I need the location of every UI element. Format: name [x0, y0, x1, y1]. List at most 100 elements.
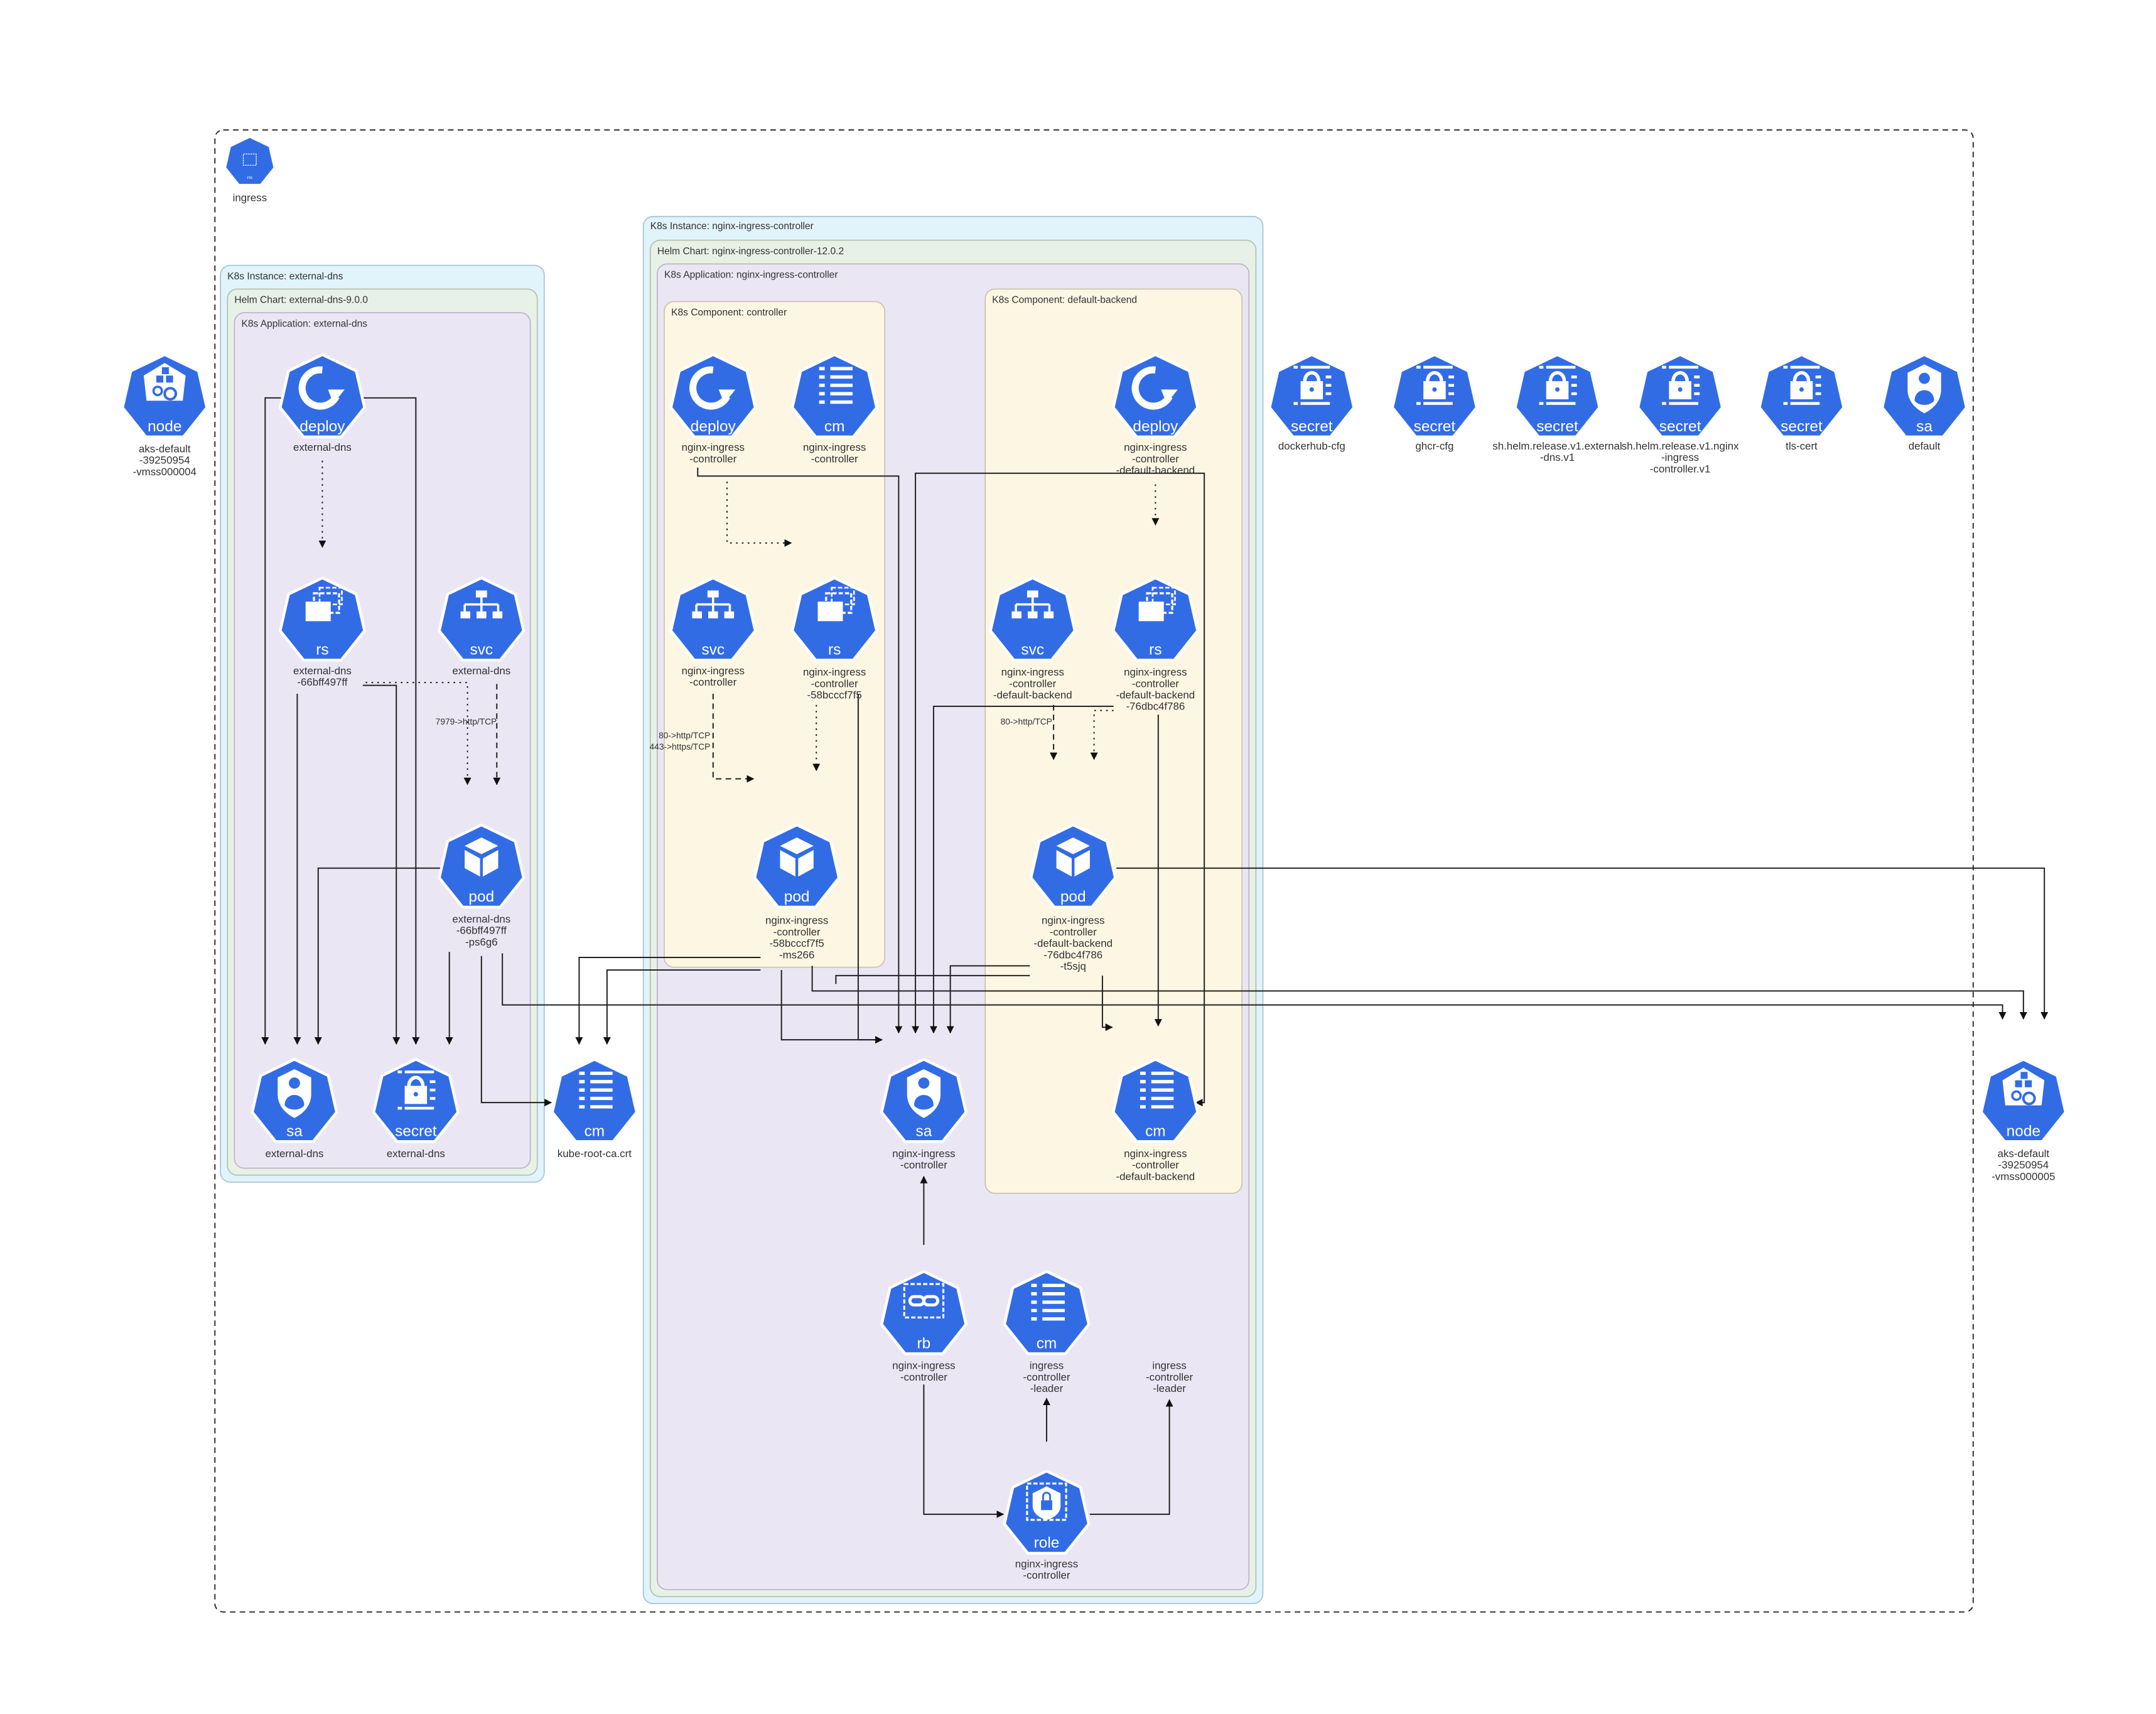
secret-icon: secret [1758, 353, 1845, 439]
resource-name-label: -default-backend [1116, 465, 1195, 477]
ns-icon: ns [224, 136, 276, 186]
pod-resource-b-pod[interactable]: podnginx-ingress-controller-default-back… [1029, 823, 1117, 973]
resource-name-label: tls-cert [1786, 440, 1818, 452]
edge [314, 867, 443, 1045]
resource-name-label: -76dbc4f786 [1043, 949, 1102, 961]
resource-kind-label: secret [1781, 418, 1823, 435]
text-resource-leader-txt[interactable]: ingress-controller-leader [1146, 1360, 1193, 1394]
resource-name-label: nginx-ingress [1042, 915, 1104, 927]
svc-resource-b-svc[interactable]: svcnginx-ingress-controller-default-back… [989, 576, 1077, 701]
edge-label: 80->http/TCP [1001, 717, 1052, 726]
resource-kind-label: cm [1037, 1335, 1057, 1352]
resource-name-label: aks-default [1998, 1148, 2050, 1160]
resource-name-label: -default-backend [1116, 689, 1195, 701]
container-title: K8s Application: external-dns [242, 318, 368, 329]
resource-kind-label: role [1034, 1534, 1060, 1551]
resource-name-label: -controller [689, 676, 736, 688]
cm-resource-b-cm[interactable]: cmnginx-ingress-controller-default-backe… [1111, 1058, 1199, 1182]
cm-icon: cm [551, 1058, 639, 1143]
cm-icon: cm [790, 353, 878, 439]
resource-name-label: dockerhub-cfg [1278, 440, 1345, 452]
resource-name-label: -ms266 [779, 949, 814, 961]
rs-icon: rs [279, 576, 366, 662]
resource-name-label: -controller [811, 677, 858, 689]
resource-name-label: -58bcccf7f5 [770, 937, 824, 949]
edge [780, 970, 883, 1044]
cm-resource-root-cm[interactable]: cm kube-root-ca.crt [551, 1058, 639, 1160]
resource-name-label: kube-root-ca.crt [558, 1148, 632, 1160]
resource-name-label: sh.helm.release.v1.nginx [1622, 440, 1739, 452]
deploy-icon: deploy [279, 353, 366, 439]
pod-icon: pod [438, 823, 526, 909]
resource-name-label: nginx-ingress [803, 441, 866, 453]
resource-name-label: aks-default [139, 443, 191, 455]
edge [362, 684, 401, 1045]
resource-name-label: -vmss000004 [133, 466, 197, 478]
resource-name-label: nginx-ingress [682, 441, 745, 453]
secret-resource-s-helm-ngx[interactable]: secretsh.helm.release.v1.nginx-ingress-c… [1622, 353, 1739, 475]
deploy-icon: deploy [669, 353, 757, 439]
resource-nodes: nodeaks-default-39250954-vmss000004deplo… [121, 136, 2067, 1582]
role-icon: role [1003, 1469, 1091, 1555]
secret-icon: secret [1514, 353, 1601, 439]
resource-kind-label: ns [247, 175, 252, 180]
secret-icon: secret [372, 1058, 460, 1143]
secret-resource-s-dockerhub[interactable]: secret dockerhub-cfg [1268, 353, 1356, 452]
resource-name-label: -vmss000005 [1992, 1170, 2055, 1182]
deploy-resource-ext-deploy[interactable]: deploy external-dns [279, 353, 366, 453]
resource-name-label: nginx-ingress [1124, 441, 1187, 453]
edge [1090, 709, 1114, 760]
resource-kind-label: cm [1145, 1123, 1166, 1140]
resource-name-label: nginx-ingress [682, 665, 745, 677]
node-icon: node [1980, 1058, 2067, 1143]
resource-name-label: nginx-ingress [1001, 666, 1064, 678]
pod-icon: pod [1029, 823, 1117, 909]
pod-icon: pod [753, 823, 841, 909]
rs-resource-b-rs[interactable]: rsnginx-ingress-controller-default-backe… [1111, 576, 1199, 713]
edge [923, 1384, 1005, 1518]
container-title: K8s Instance: nginx-ingress-controller [650, 221, 814, 232]
edge [361, 397, 420, 1045]
resource-kind-label: sa [1916, 418, 1932, 435]
resource-kind-label: rb [917, 1335, 931, 1352]
resource-name-label: -ingress [1661, 451, 1699, 463]
resource-name-label: -controller [1023, 1371, 1070, 1383]
resource-kind-label: secret [1291, 418, 1333, 435]
deploy-resource-b-deploy[interactable]: deploynginx-ingress-controller-default-b… [1111, 353, 1199, 477]
rs-icon: rs [1111, 576, 1199, 662]
resource-kind-label: pod [784, 888, 810, 905]
resource-name-label: -leader [1030, 1383, 1064, 1394]
secret-resource-s-tls[interactable]: secret tls-cert [1758, 353, 1845, 452]
resource-kind-label: secret [1659, 418, 1701, 435]
resource-kind-label: svc [470, 642, 493, 659]
resource-name-label: -39250954 [1998, 1159, 2049, 1171]
resource-name-label: nginx-ingress [1124, 666, 1187, 678]
resource-name-label: external-dns [293, 441, 352, 453]
resource-name-label: -controller [1146, 1371, 1193, 1383]
resource-name-label: nginx-ingress [1124, 1148, 1187, 1160]
pod-resource-c-pod[interactable]: podnginx-ingress-controller-58bcccf7f5-m… [753, 823, 841, 961]
resource-kind-label: rs [316, 642, 328, 659]
secret-icon: secret [1391, 353, 1479, 439]
node-resource-node5[interactable]: node aks-default-39250954-vmss000005 [1980, 1058, 2067, 1182]
edge [1113, 472, 1205, 1107]
resource-name-label: nginx-ingress [892, 1148, 955, 1160]
